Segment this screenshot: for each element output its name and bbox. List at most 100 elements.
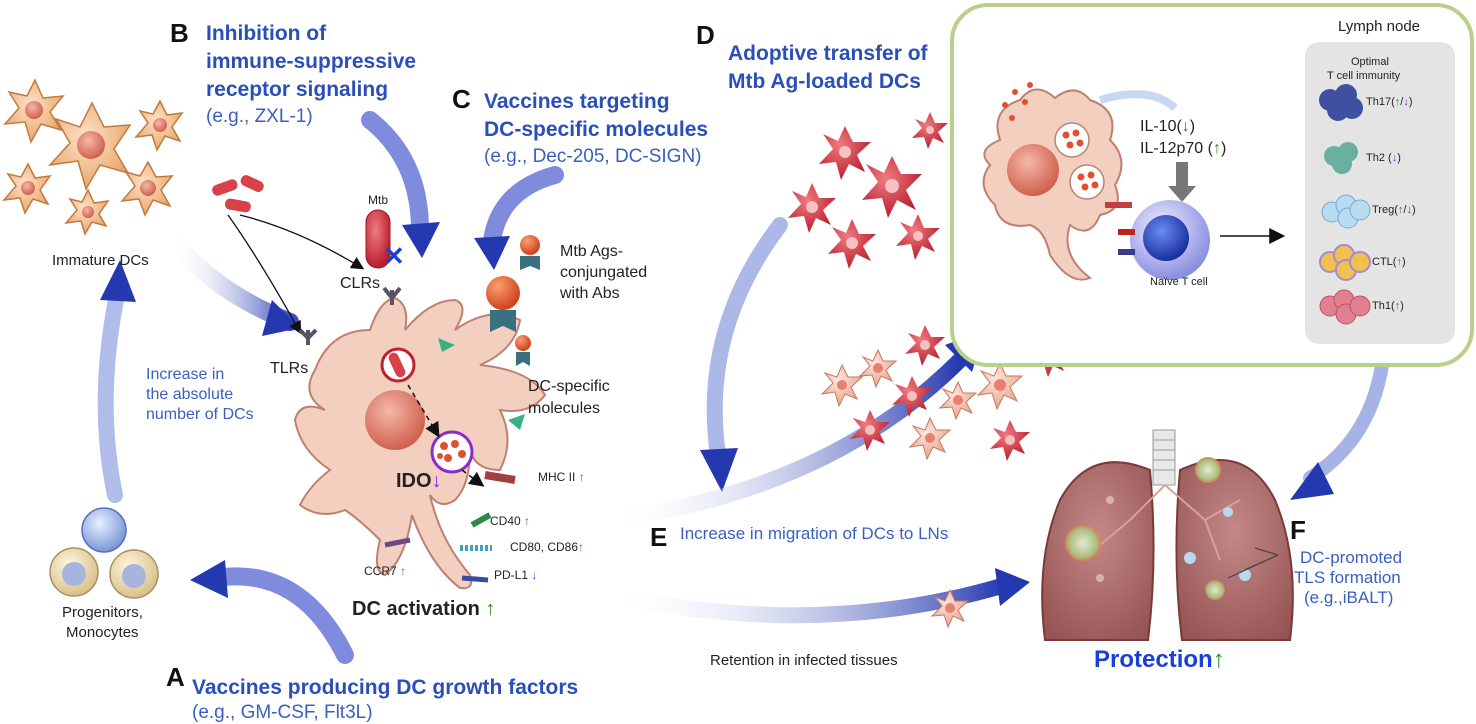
section-c-title-2: DC-specific molecules: [484, 118, 709, 141]
lungs: [1041, 429, 1294, 641]
th17-label: Th17(↑/↓): [1366, 96, 1412, 108]
progenitors-label-2: Monocytes: [66, 624, 139, 641]
increase-label-3: number of DCs: [146, 406, 254, 423]
naive-t-label: Naïve T cell: [1150, 276, 1208, 288]
cd80-86-up-arrow: ↑: [578, 540, 585, 554]
th17-up-arrow: ↑: [1394, 96, 1401, 108]
th17-text: Th17(: [1366, 96, 1395, 108]
cd80-86-text: CD80, CD86: [510, 540, 579, 554]
il12-label: IL-12p70 (↑): [1140, 140, 1226, 158]
il10-label: IL-10(↓): [1140, 118, 1195, 136]
ccr7-label: CCR7 ↑: [364, 564, 406, 578]
section-f-line3: (e.g.,iBALT): [1304, 588, 1394, 607]
protection-up-arrow: ↑: [1212, 646, 1225, 673]
mtb-ags-label-2: conjungated: [560, 264, 648, 281]
dc-specific-label-1: DC-specific: [528, 378, 610, 395]
ccr7-text: CCR7: [364, 564, 397, 578]
mtb-label: Mtb: [368, 193, 389, 207]
loaded-dc-cluster: [788, 112, 948, 269]
ctl-text: CTL(: [1372, 256, 1397, 268]
increase-label-2: the absolute: [146, 386, 234, 403]
mtb-bacteria: [212, 175, 264, 213]
il12-close: ): [1220, 140, 1227, 157]
treg-text: Treg(: [1372, 204, 1398, 216]
progenitors-label-1: Progenitors,: [62, 604, 143, 621]
cd40-up-arrow: ↑: [524, 514, 531, 528]
section-f-letter: F: [1290, 515, 1306, 545]
progenitor-cells: [49, 507, 159, 599]
treg-up-arrow: ↑: [1397, 204, 1404, 216]
ctl-close: ): [1401, 256, 1406, 268]
th2-close: ): [1397, 152, 1401, 164]
section-f-line1: DC-promoted: [1300, 548, 1403, 567]
section-b-title-3: receptor signaling: [206, 78, 389, 101]
treg-close: ): [1411, 204, 1416, 216]
treg-slash: /: [1403, 204, 1407, 216]
ido-label: IDO↓: [396, 470, 442, 493]
treg-label: Treg(↑/↓): [1372, 204, 1416, 216]
pdl1-label: PD-L1 ↓: [494, 568, 537, 582]
il10-text: IL-10(: [1140, 118, 1182, 135]
mhc2-text: MHC II: [538, 470, 576, 484]
mhc2-label: MHC II ↑: [538, 470, 585, 484]
th2-label: Th2 (↓): [1366, 152, 1401, 164]
pdl1-text: PD-L1: [494, 568, 529, 582]
dc-specific-label-2: molecules: [528, 400, 601, 417]
mhc2-up-arrow: ↑: [578, 470, 585, 484]
optimal-label-1: Optimal: [1351, 56, 1389, 68]
th1-text: Th1(: [1372, 300, 1395, 312]
protection-text: Protection: [1094, 646, 1213, 673]
section-d-title-1: Adoptive transfer of: [728, 42, 928, 65]
section-a-example: (e.g., GM-CSF, Flt3L): [192, 702, 373, 723]
immature-dcs-label: Immature DCs: [52, 252, 149, 269]
svg-text:✕: ✕: [383, 241, 405, 271]
dc-activation-label: DC activation ↑: [352, 598, 495, 621]
mtb-ags-label-1: Mtb Ags-: [560, 243, 624, 260]
mtb-ags-label-3: with Abs: [560, 285, 620, 302]
lymph-node-label: Lymph node: [1338, 18, 1421, 35]
tcell-subset-icons: [1319, 84, 1371, 325]
section-b-title-1: Inhibition of: [206, 22, 327, 45]
th1-label: Th1(↑): [1372, 300, 1404, 312]
section-d-letter: D: [696, 20, 715, 50]
central-dendritic-cell: [293, 286, 547, 590]
cd40-text: CD40: [490, 514, 521, 528]
il12-text: IL-12p70 (: [1140, 140, 1213, 157]
immature-dc-cells: [2, 78, 184, 236]
ido-down-arrow: ↓: [431, 470, 442, 492]
section-c-letter: C: [452, 84, 471, 114]
ido-text: IDO: [396, 470, 432, 492]
il10-down-arrow: ↓: [1181, 118, 1190, 135]
th1-close: ): [1400, 300, 1404, 312]
dc-activation-text: DC activation: [352, 598, 480, 620]
section-b-example: (e.g., ZXL-1): [206, 106, 313, 127]
section-b-letter: B: [170, 18, 189, 48]
protection-label: Protection↑: [1094, 646, 1225, 674]
clrs-label: CLRs: [340, 275, 381, 292]
section-c-title-1: Vaccines targeting: [484, 90, 670, 113]
optimal-label-2: T cell immunity: [1327, 70, 1401, 82]
cd80-86-label: CD80, CD86↑: [510, 540, 584, 554]
pdl1-down-arrow: ↓: [531, 568, 538, 582]
section-a-title: Vaccines producing DC growth factors: [192, 676, 579, 699]
treg-down-arrow: ↓: [1406, 204, 1412, 216]
increase-label-1: Increase in: [146, 366, 225, 383]
th17-slash: /: [1400, 96, 1404, 108]
section-b-title-2: immune-suppressive: [206, 50, 417, 73]
th1-up-arrow: ↑: [1394, 300, 1401, 312]
il10-close: ): [1189, 118, 1196, 135]
th2-down-arrow: ↓: [1391, 152, 1398, 164]
dc-activation-up-arrow: ↑: [485, 598, 496, 620]
tlrs-label: TLRs: [270, 360, 309, 377]
section-c-example: (e.g., Dec-205, DC-SIGN): [484, 146, 702, 167]
th17-down-arrow: ↓: [1403, 96, 1409, 108]
retention-label: Retention in infected tissues: [710, 652, 898, 669]
section-e-letter: E: [650, 522, 668, 552]
section-a-letter: A: [166, 662, 185, 692]
ctl-label: CTL(↑): [1372, 256, 1406, 268]
section-e-text: Increase in migration of DCs to LNs: [680, 524, 949, 543]
cd40-label: CD40 ↑: [490, 514, 530, 528]
ctl-up-arrow: ↑: [1396, 256, 1402, 268]
section-d-title-2: Mtb Ag-loaded DCs: [728, 70, 921, 93]
